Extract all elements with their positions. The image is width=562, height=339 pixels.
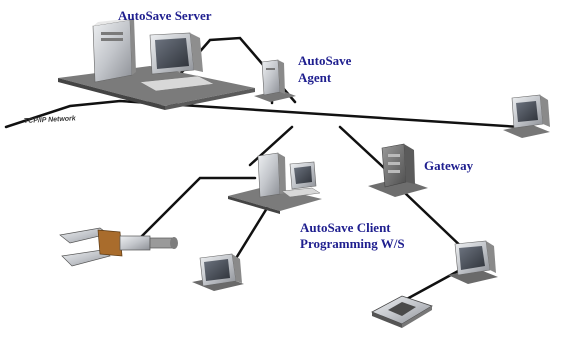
client-label-line1: AutoSave Client [300,220,391,235]
controller-device-icon [192,253,244,291]
robot-gripper-icon [59,227,178,267]
network-workstation-icon [503,94,550,138]
network-branch-left [248,125,294,167]
gateway-icon [368,143,428,197]
gateway-to-remote [403,191,470,255]
agent-label-line2: Agent [298,70,332,85]
server-workstation-icon [58,18,255,110]
tcpip-backbone [4,99,522,129]
server-label: AutoSave Server [118,8,212,23]
agent-label-line1: AutoSave [298,53,352,68]
client-to-device [228,198,274,270]
network-label: TCP/IP Network [24,115,77,125]
remote-workstation-icon [448,240,498,284]
client-to-gripper [133,176,257,245]
agent-computer-icon [254,59,296,102]
gateway-label: Gateway [424,158,474,173]
circuit-board-icon [371,295,433,328]
client-label-line2: Programming W/S [300,236,405,251]
client-workstation-icon [228,152,322,214]
